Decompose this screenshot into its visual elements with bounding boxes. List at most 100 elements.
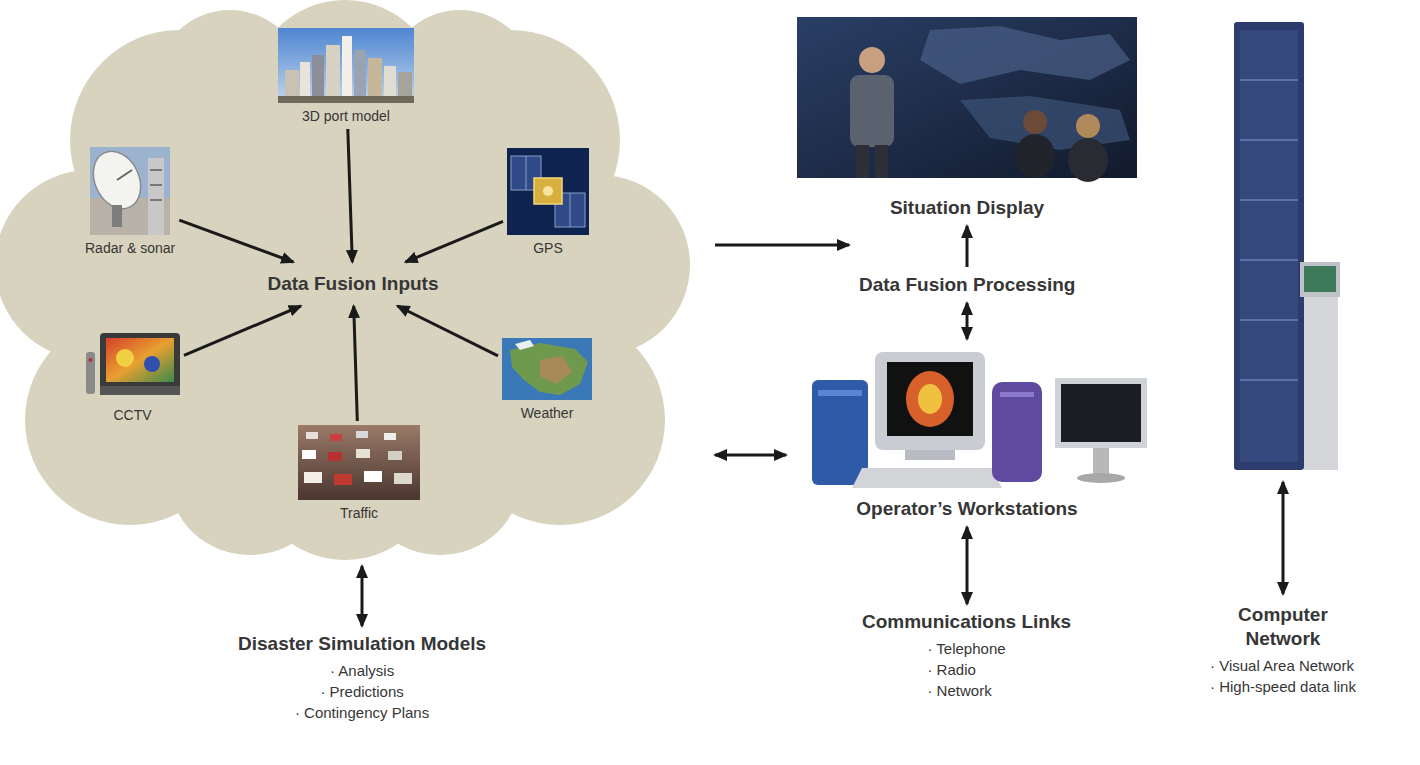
list-item: · Radio <box>927 659 975 680</box>
radar-photo-part <box>148 158 164 235</box>
server-photo-part <box>1300 262 1340 297</box>
bullet-list: · Visual Area Network· High-speed data l… <box>1210 655 1356 697</box>
workstations-photo-part <box>905 450 955 460</box>
gps-satellite-photo-part <box>507 148 589 235</box>
cctv-photo-part <box>89 358 93 362</box>
cloud-lobe <box>45 65 645 495</box>
traffic-photo-part <box>328 452 342 461</box>
input-cloud: Data Fusion Inputs 3D port modelRadar & s… <box>0 0 690 560</box>
situation-display-photo-part <box>859 47 885 73</box>
radar-photo-part <box>112 205 122 227</box>
list-item: · Predictions <box>320 681 403 702</box>
source-picture: Weather <box>502 338 592 422</box>
cctv-photo-part <box>106 338 174 382</box>
source-picture: Radar & sonar <box>85 147 175 257</box>
picture-caption: Traffic <box>340 505 378 522</box>
radar-photo-part <box>117 170 132 180</box>
workstations-photo-part <box>918 384 942 414</box>
traffic-photo-part <box>356 431 368 438</box>
traffic-photo-part <box>356 449 370 458</box>
situation-display-photo-part <box>1015 134 1055 178</box>
server-photo-part <box>1240 199 1298 201</box>
connector-arrow <box>361 566 364 626</box>
traffic-photo-part <box>304 472 322 483</box>
server-photo-part <box>1240 319 1298 321</box>
server-photo <box>1234 22 1340 470</box>
port-model-photo <box>278 28 414 103</box>
bullet-list: · Telephone· Radio· Network <box>927 638 1005 701</box>
network-block: Computer Network· Visual Area Network· H… <box>1210 603 1356 697</box>
cloud-lobe <box>385 10 535 160</box>
workstations-photo-part <box>852 468 1002 488</box>
cloud-lobe <box>0 170 185 360</box>
situation-display-photo-part <box>850 75 894 147</box>
server-photo-part <box>1240 259 1298 261</box>
cloud-lobe <box>455 315 665 525</box>
cloud-lobe <box>250 370 440 560</box>
server-photo-part <box>1240 79 1298 81</box>
gps-satellite-photo-part <box>526 156 527 190</box>
connector-arrow <box>715 454 786 457</box>
traffic-photo-part <box>330 434 342 441</box>
list-item: · High-speed data link <box>1210 676 1356 697</box>
workstation-picture: Operator’s Workstations <box>796 345 1138 521</box>
workstations-photo-part <box>875 352 985 450</box>
workstations-photo-part <box>1077 473 1125 483</box>
list-item: · Analysis <box>330 660 394 681</box>
workstations-photo-part <box>992 382 1042 482</box>
traffic-photo-part <box>302 450 316 459</box>
list-item: · Network <box>927 680 991 701</box>
traffic-photo-part <box>364 471 382 482</box>
workstations-photo-part <box>887 362 973 436</box>
server-photo-part <box>1240 379 1298 381</box>
situation-display-photo-part <box>1023 110 1047 134</box>
connector-arrow <box>354 306 358 421</box>
radar-photo-part <box>150 169 162 171</box>
cctv-photo-part <box>86 352 95 394</box>
display-picture: Situation Display <box>797 17 1137 220</box>
cloud-heading: Data Fusion Inputs <box>268 272 439 296</box>
radar-photo <box>84 144 170 235</box>
network-link-arrow <box>1282 482 1285 594</box>
workstations-photo-part <box>1093 448 1109 476</box>
radar-photo-part <box>150 199 162 201</box>
weather-map-photo-part <box>515 340 534 350</box>
port-model-photo-part <box>354 50 366 103</box>
server-photo-part <box>1240 139 1298 141</box>
cloud-lobe <box>360 405 520 555</box>
connector-arrow <box>348 129 353 262</box>
connector-arrow <box>966 303 969 339</box>
cctv-photo <box>86 333 180 395</box>
traffic-photo-part <box>334 474 352 485</box>
workstations-photo-part <box>1000 392 1034 397</box>
server-photo-part <box>1304 266 1336 292</box>
gps-satellite-photo-part <box>534 178 562 204</box>
weather-map-photo-part <box>502 338 592 400</box>
connector-arrow <box>179 220 293 262</box>
situation-display-photo-part <box>920 26 1130 84</box>
situation-display-photo-part <box>875 145 888 178</box>
cloud-lobe <box>155 10 305 160</box>
picture-caption: GPS <box>533 240 563 257</box>
cctv-photo-part <box>100 386 180 395</box>
bullet-list: · Analysis· Predictions· Contingency Pla… <box>295 660 429 723</box>
weather-map-photo-part <box>510 343 588 395</box>
traffic-photo-part <box>384 433 396 440</box>
connector-arrow <box>406 221 503 262</box>
gps-satellite-photo <box>507 148 589 235</box>
source-picture: CCTV <box>85 330 180 424</box>
server-photo-part <box>1240 30 1298 462</box>
cctv-photo-part <box>144 356 160 372</box>
workstations-photo-part <box>906 371 954 427</box>
traffic-photo-part <box>388 451 402 460</box>
connector-arrow <box>398 306 499 356</box>
connector-arrow <box>715 244 849 247</box>
port-model-photo-part <box>312 55 324 103</box>
process-label: Data Fusion Processing <box>859 273 1075 297</box>
picture-caption: CCTV <box>113 407 151 424</box>
cloud-lobe <box>510 175 690 355</box>
model-block: Disaster Simulation Models· Analysis· Pr… <box>238 632 486 723</box>
picture-caption: 3D port model <box>302 108 390 125</box>
cloud-lobe <box>170 405 330 555</box>
